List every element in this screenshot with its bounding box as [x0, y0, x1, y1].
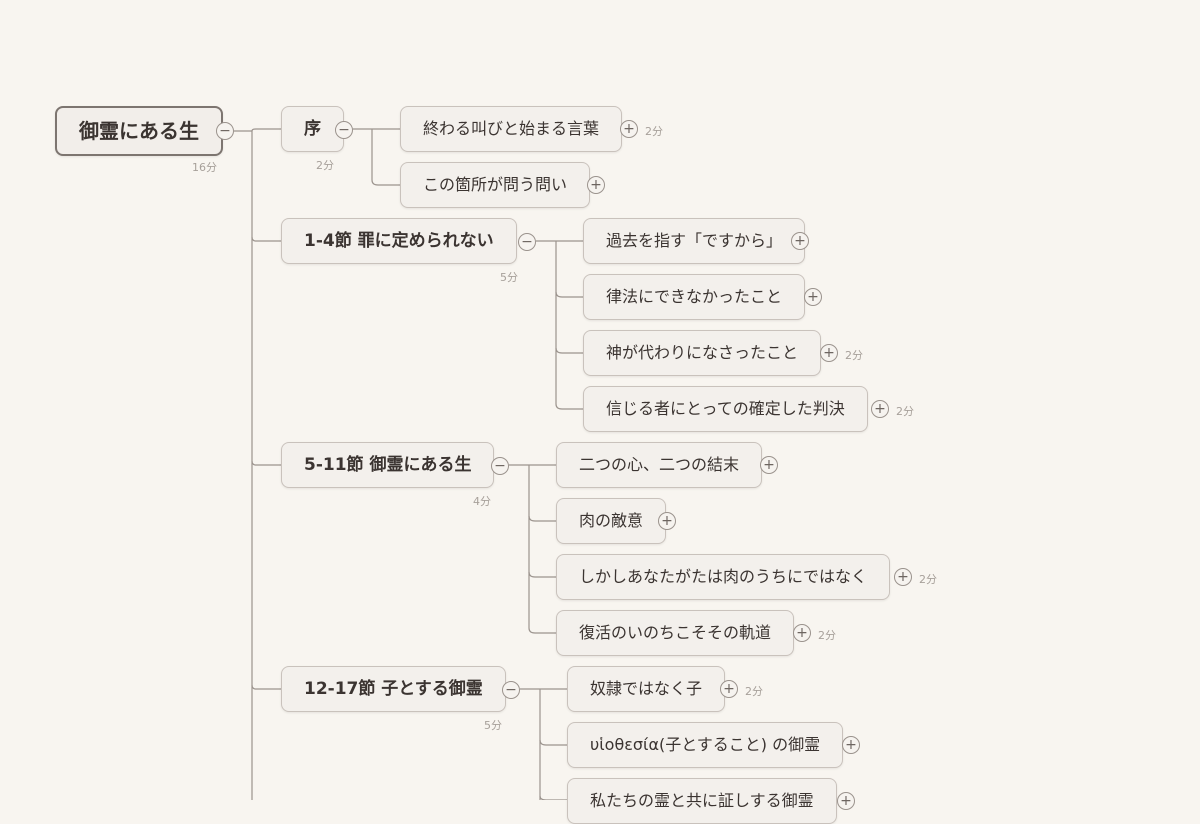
- topic-duration: 2分: [818, 629, 836, 642]
- section-node-intro[interactable]: 序: [281, 106, 344, 152]
- connector-line: [539, 739, 567, 746]
- connector-line: [528, 571, 556, 578]
- section-duration: 5分: [500, 271, 518, 284]
- connector-line: [251, 684, 281, 690]
- expand-icon[interactable]: +: [658, 512, 676, 530]
- expand-icon[interactable]: +: [837, 792, 855, 810]
- expand-icon[interactable]: +: [871, 400, 889, 418]
- section-node-12-17[interactable]: 12-17節 子とする御霊: [281, 666, 506, 712]
- connector-line: [251, 236, 281, 242]
- connector-line: [555, 291, 583, 298]
- topic-node[interactable]: υἱοθεσία(子とすること) の御霊: [567, 722, 844, 768]
- expand-icon[interactable]: +: [760, 456, 778, 474]
- section-node-1-4[interactable]: 1-4節 罪に定められない: [281, 218, 517, 264]
- topic-node[interactable]: 律法にできなかったこと: [583, 274, 806, 320]
- topic-duration: 2分: [896, 405, 914, 418]
- expand-icon[interactable]: +: [842, 736, 860, 754]
- topic-node[interactable]: 復活のいのちこそその軌道: [556, 610, 795, 656]
- topic-node[interactable]: 奴隷ではなく子: [567, 666, 726, 712]
- connector-line: [555, 347, 583, 354]
- section-collapse-icon[interactable]: −: [518, 233, 536, 251]
- expand-icon[interactable]: +: [894, 568, 912, 586]
- expand-icon[interactable]: +: [620, 120, 638, 138]
- connector-line: [555, 241, 583, 410]
- expand-icon[interactable]: +: [820, 344, 838, 362]
- section-duration: 5分: [484, 719, 502, 732]
- topic-node[interactable]: 私たちの霊と共に証しする御霊: [567, 778, 837, 824]
- section-collapse-icon[interactable]: −: [491, 457, 509, 475]
- expand-icon[interactable]: +: [791, 232, 809, 250]
- topic-node[interactable]: この箇所が問う問い: [400, 162, 591, 208]
- root-duration: 16分: [192, 161, 217, 174]
- topic-node[interactable]: 終わる叫びと始まる言葉: [400, 106, 623, 152]
- root-node[interactable]: 御霊にある生: [55, 106, 223, 156]
- topic-node[interactable]: 信じる者にとっての確定した判決: [583, 386, 868, 432]
- connector-line: [539, 795, 567, 800]
- expand-icon[interactable]: +: [793, 624, 811, 642]
- topic-duration: 2分: [845, 349, 863, 362]
- topic-node[interactable]: しかしあなたがたは肉のうちにではなく: [556, 554, 891, 600]
- topic-node[interactable]: 肉の敵意: [556, 498, 667, 544]
- connector-lines: [234, 128, 583, 800]
- topic-node[interactable]: 過去を指す「ですから」: [583, 218, 806, 264]
- topic-duration: 2分: [645, 125, 663, 138]
- section-duration: 2分: [316, 159, 334, 172]
- section-node-5-11[interactable]: 5-11節 御霊にある生: [281, 442, 495, 488]
- topic-duration: 2分: [745, 685, 763, 698]
- connector-line: [528, 465, 556, 634]
- expand-icon[interactable]: +: [720, 680, 738, 698]
- connector-line: [251, 460, 281, 466]
- section-collapse-icon[interactable]: −: [335, 121, 353, 139]
- section-collapse-icon[interactable]: −: [502, 681, 520, 699]
- topic-node[interactable]: 神が代わりになさったこと: [583, 330, 822, 376]
- section-duration: 4分: [473, 495, 491, 508]
- connector-line: [528, 515, 556, 522]
- root-collapse-icon[interactable]: −: [216, 122, 234, 140]
- expand-icon[interactable]: +: [587, 176, 605, 194]
- connector-line: [371, 129, 400, 186]
- topic-duration: 2分: [919, 573, 937, 586]
- expand-icon[interactable]: +: [804, 288, 822, 306]
- connector-line: [251, 128, 281, 132]
- topic-node[interactable]: 二つの心、二つの結末: [556, 442, 763, 488]
